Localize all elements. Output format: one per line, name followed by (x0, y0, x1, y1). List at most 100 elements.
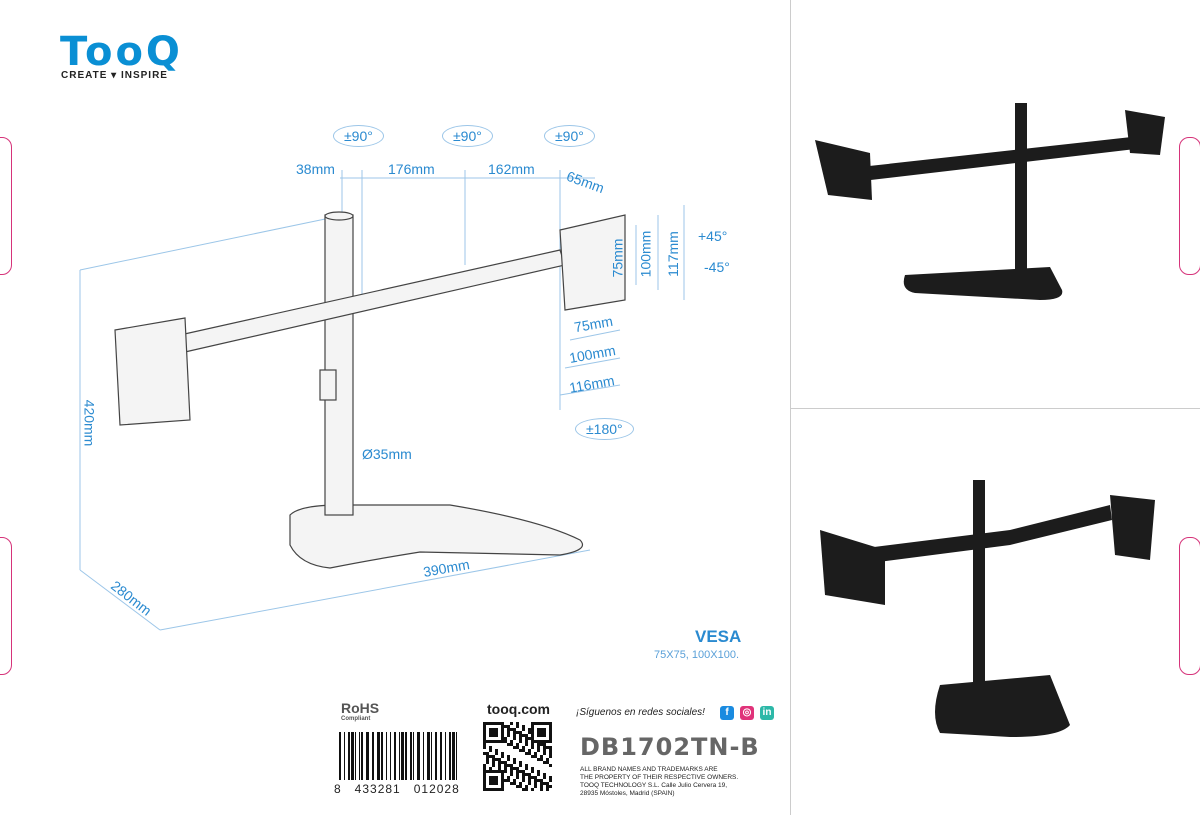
qr-module (534, 776, 537, 779)
barcode-bar (431, 732, 432, 780)
qr-code[interactable] (483, 722, 553, 792)
qr-module (495, 728, 498, 731)
tilt-down-label: -45° (704, 259, 730, 275)
qr-module (543, 731, 546, 734)
qr-module (546, 746, 549, 749)
facebook-icon[interactable]: f (720, 706, 734, 720)
qr-module (507, 743, 510, 746)
qr-module (516, 776, 519, 779)
qr-module (507, 731, 510, 734)
stand-outline (114, 211, 626, 569)
qr-module (510, 740, 513, 743)
qr-module (534, 755, 537, 758)
dim-v75: 75mm (609, 238, 626, 278)
qr-module (549, 746, 552, 749)
qr-module (531, 728, 534, 731)
qr-module (516, 770, 519, 773)
qr-module (522, 734, 525, 737)
qr-module (534, 782, 537, 785)
qr-module (483, 767, 486, 770)
barcode-bar (386, 732, 387, 780)
qr-module (510, 743, 513, 746)
qr-module (495, 740, 498, 743)
qr-module (492, 755, 495, 758)
legal-line: 28935 Móstoles, Madrid (SPAIN) (580, 790, 675, 797)
qr-module (486, 758, 489, 761)
qr-module (519, 782, 522, 785)
qr-module (528, 776, 531, 779)
instagram-icon[interactable]: ◎ (740, 706, 754, 720)
qr-module (531, 743, 534, 746)
qr-module (540, 779, 543, 782)
qr-module (483, 764, 486, 767)
linkedin-icon[interactable]: in (760, 706, 774, 720)
panel-divider-vertical (790, 0, 791, 815)
qr-module (495, 776, 498, 779)
barcode-bar (417, 732, 420, 780)
qr-module (525, 737, 528, 740)
qr-module (531, 767, 534, 770)
qr-module (546, 740, 549, 743)
qr-module (519, 740, 522, 743)
barcode-bar (359, 732, 360, 780)
dim-offset: 38mm (296, 161, 335, 177)
qr-module (513, 731, 516, 734)
qr-module (519, 785, 522, 788)
qr-module (531, 788, 534, 791)
qr-module (483, 752, 486, 755)
qr-module (501, 731, 504, 734)
qr-module (537, 773, 540, 776)
qr-module (543, 761, 546, 764)
qr-module (501, 752, 504, 755)
qr-module (501, 734, 504, 737)
legal-line: TOOQ TECHNOLOGY S.L. Calle Julio Cervera… (580, 782, 728, 789)
qr-module (540, 785, 543, 788)
qr-module (498, 722, 501, 725)
qr-module (507, 734, 510, 737)
website-link[interactable]: tooq.com (487, 701, 550, 717)
qr-module (483, 722, 486, 725)
barcode-bar (452, 732, 455, 780)
panel-divider-horizontal (791, 408, 1200, 409)
qr-module (489, 788, 492, 791)
dimension-lines (79, 170, 685, 631)
qr-module (522, 749, 525, 752)
qr-module (525, 752, 528, 755)
qr-module (525, 767, 528, 770)
qr-module (501, 755, 504, 758)
qr-module (513, 737, 516, 740)
qr-module (489, 722, 492, 725)
qr-module (492, 740, 495, 743)
qr-module (507, 725, 510, 728)
qr-module (483, 773, 486, 776)
qr-module (516, 725, 519, 728)
legal-text: ALL BRAND NAMES AND TRADEMARKS ARE THE P… (580, 766, 780, 798)
qr-module (486, 788, 489, 791)
qr-module (537, 731, 540, 734)
qr-module (513, 758, 516, 761)
barcode-bar (413, 732, 414, 780)
qr-module (507, 728, 510, 731)
legal-line: ALL BRAND NAMES AND TRADEMARKS ARE (580, 766, 718, 773)
qr-module (537, 722, 540, 725)
tilt-up-label: +45° (698, 228, 728, 244)
qr-module (537, 734, 540, 737)
barcode-bar (381, 732, 383, 780)
qr-module (498, 758, 501, 761)
qr-module (516, 722, 519, 725)
barcode-bar (394, 732, 396, 780)
qr-module (528, 779, 531, 782)
rotation-label-bottom: ±180° (575, 418, 634, 440)
qr-module (492, 764, 495, 767)
qr-module (483, 779, 486, 782)
qr-module (537, 743, 540, 746)
qr-module (531, 746, 534, 749)
qr-module (498, 770, 501, 773)
qr-module (537, 779, 540, 782)
qr-module (540, 740, 543, 743)
qr-module (522, 770, 525, 773)
legal-line: THE PROPERTY OF THEIR RESPECTIVE OWNERS. (580, 774, 739, 781)
barcode-bar (372, 732, 374, 780)
qr-module (546, 722, 549, 725)
qr-module (537, 758, 540, 761)
